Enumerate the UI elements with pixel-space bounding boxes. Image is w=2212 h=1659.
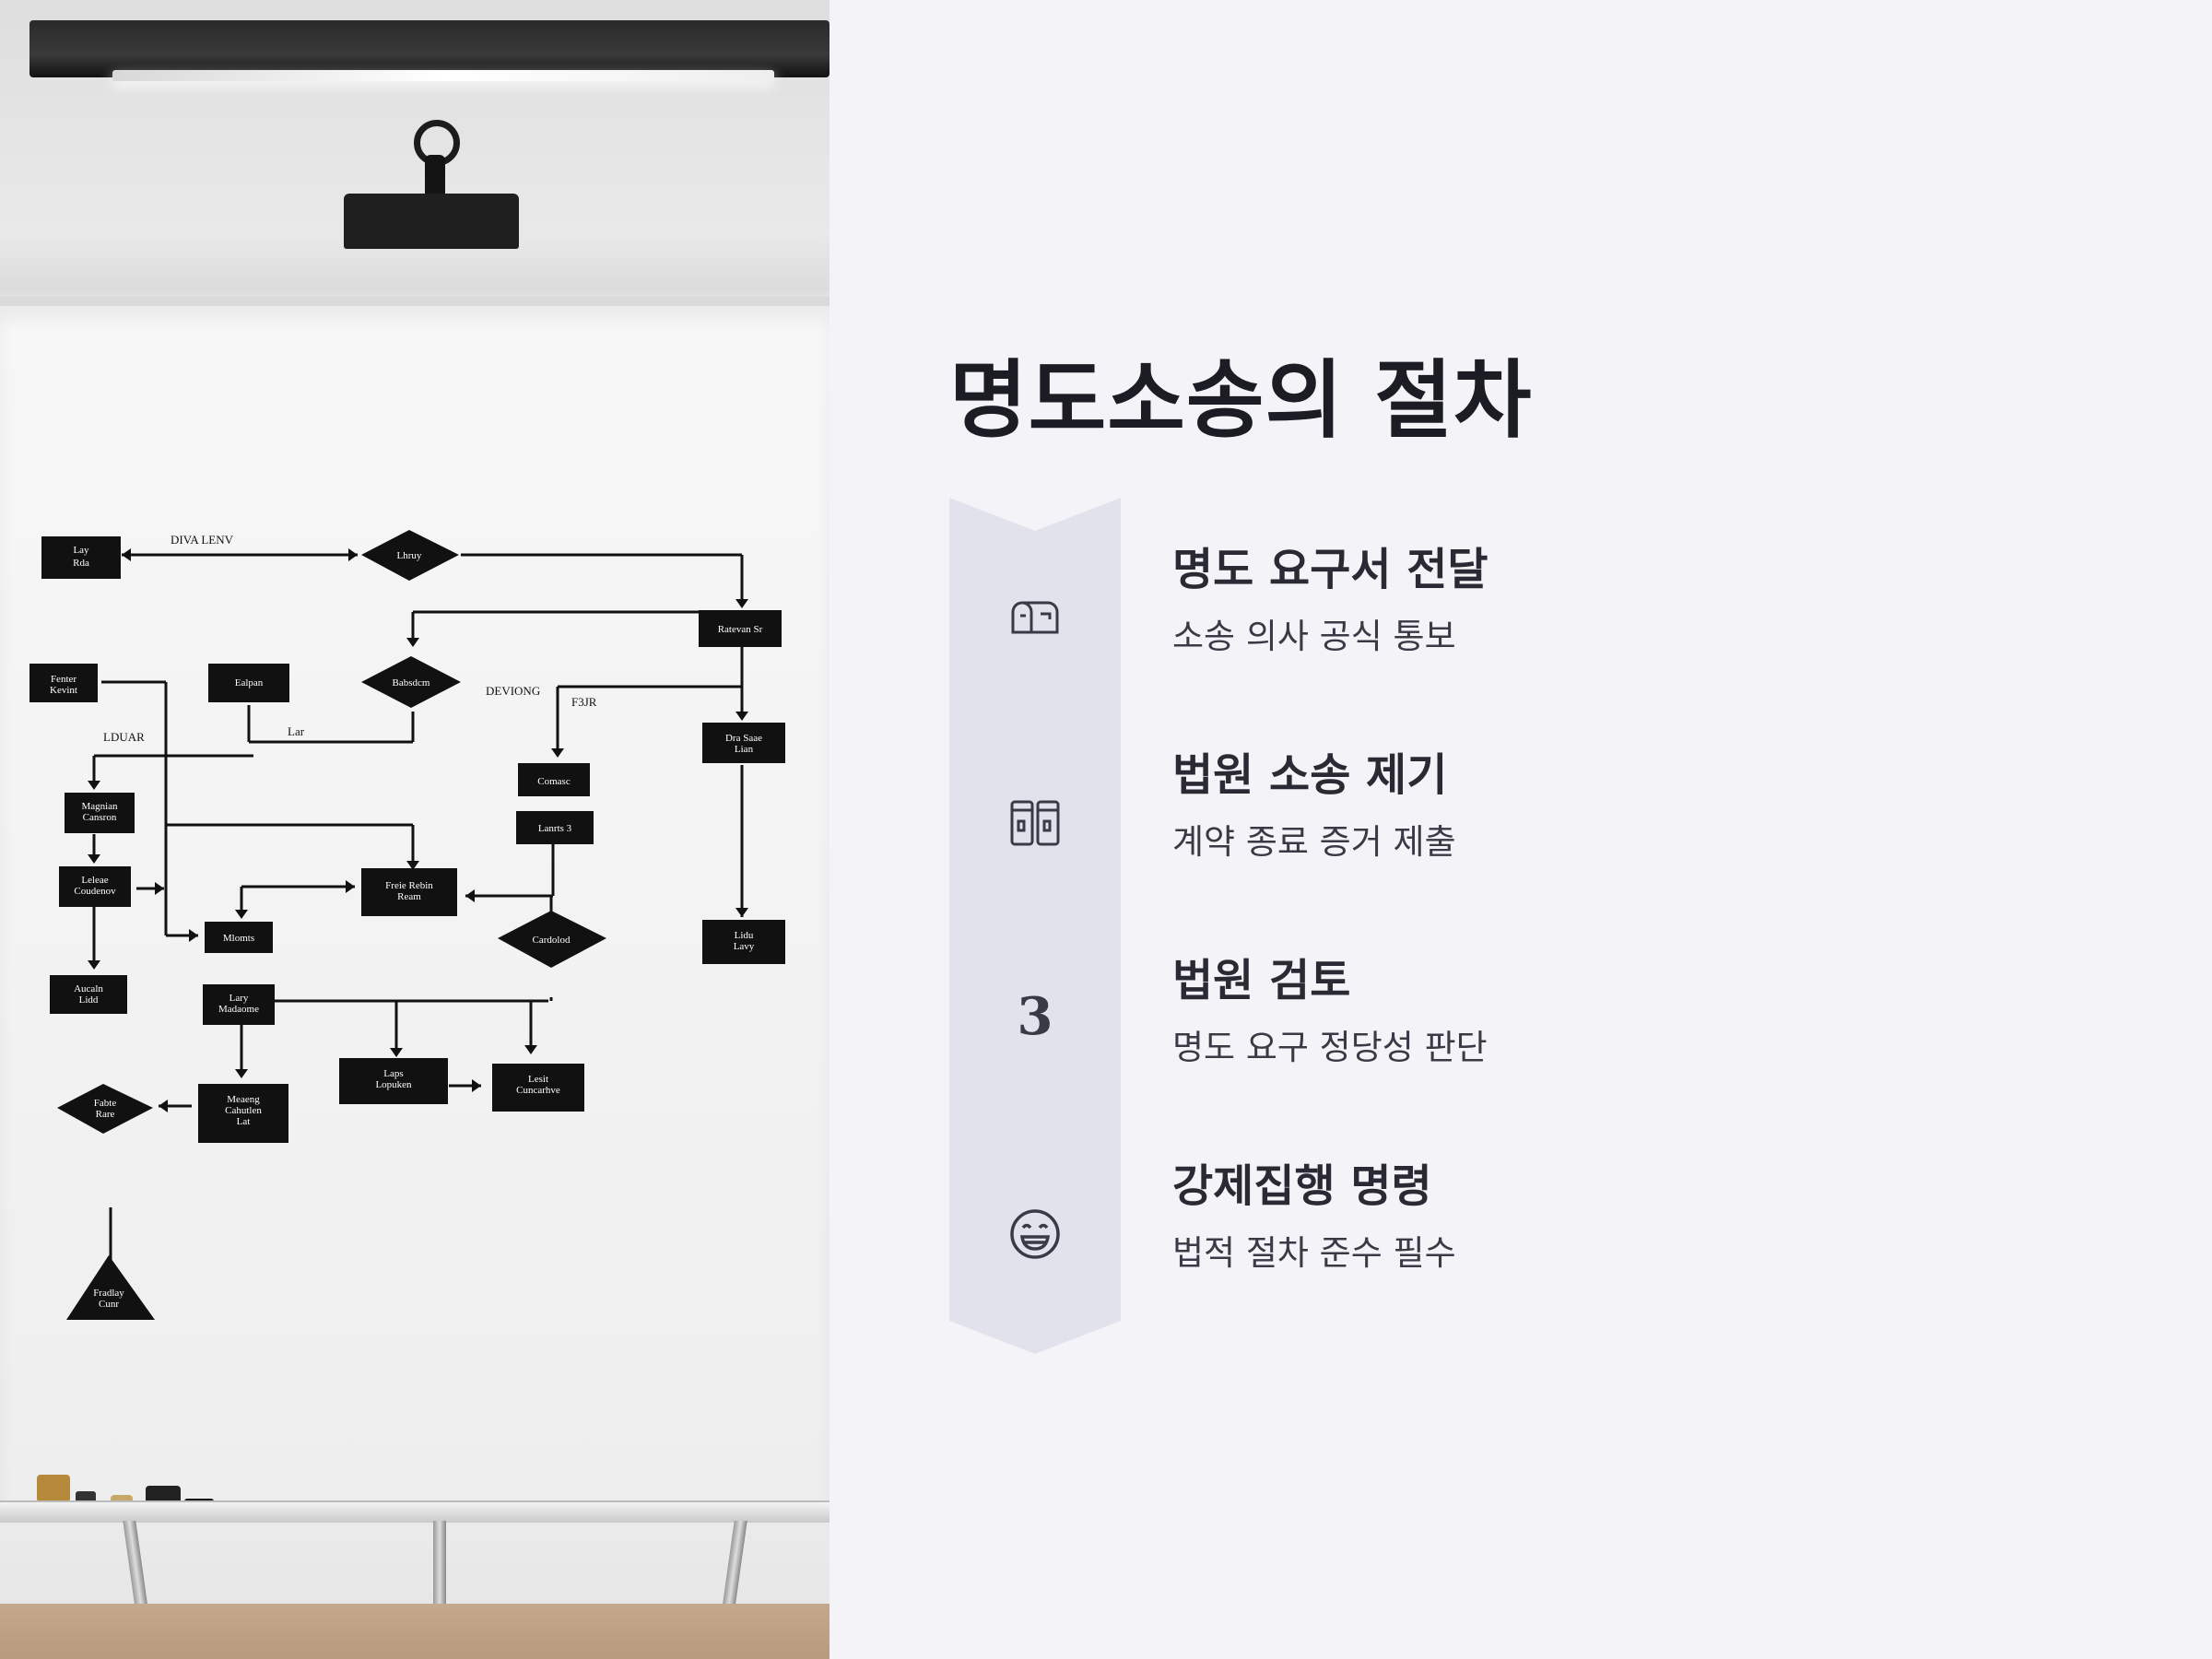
svg-text:DEVIONG: DEVIONG xyxy=(486,684,540,698)
step-4: 강제집행 명령 법적 절차 준수 필수 xyxy=(949,1114,2147,1354)
step-2-description: 계약 종료 증거 제출 xyxy=(1172,822,1456,862)
book-icon xyxy=(1007,795,1063,851)
board-stand xyxy=(0,1521,830,1609)
svg-text:Meaeng: Meaeng xyxy=(227,1094,260,1105)
step-1: 명도 요구서 전달 소송 의사 공식 통보 xyxy=(949,498,2147,737)
step-2-title: 법원 소송 제기 xyxy=(1172,749,1448,801)
svg-text:Kevint: Kevint xyxy=(50,685,77,696)
whiteboard-tray xyxy=(0,1500,830,1523)
svg-text:Lian: Lian xyxy=(735,744,754,755)
svg-text:Freie Rebin: Freie Rebin xyxy=(385,880,433,891)
svg-text:Cardolod: Cardolod xyxy=(533,935,571,946)
svg-text:Lavy: Lavy xyxy=(734,941,755,952)
svg-text:Comasc: Comasc xyxy=(537,776,571,787)
svg-text:Lesit: Lesit xyxy=(528,1074,548,1085)
step-3-chevron: 3 xyxy=(949,909,1121,1148)
svg-text:Magnian: Magnian xyxy=(81,801,118,812)
svg-text:Cunr: Cunr xyxy=(99,1299,119,1310)
ceiling-light xyxy=(29,20,830,81)
svg-text:Cansron: Cansron xyxy=(83,812,117,823)
svg-text:Fabte: Fabte xyxy=(94,1098,117,1109)
step-4-title: 강제집행 명령 xyxy=(1172,1160,1432,1212)
step-2-chevron xyxy=(949,703,1121,943)
step-4-chevron xyxy=(949,1114,1121,1354)
svg-text:Ream: Ream xyxy=(397,891,421,902)
board-clip xyxy=(344,194,519,249)
step-1-title: 명도 요구서 전달 xyxy=(1172,544,1488,595)
svg-text:Lay: Lay xyxy=(73,545,89,556)
svg-text:LDUAR: LDUAR xyxy=(103,730,145,744)
svg-text:Babsdcm: Babsdcm xyxy=(393,677,430,688)
step-3-description: 명도 요구 정당성 판단 xyxy=(1172,1028,1488,1067)
svg-text:DIVA LENV: DIVA LENV xyxy=(171,533,234,547)
svg-text:F3JR: F3JR xyxy=(571,695,597,709)
number-3-icon: 3 xyxy=(1017,986,1053,1047)
step-2: 법원 소송 제기 계약 종료 증거 제출 xyxy=(949,703,2147,943)
svg-text:Cuncarhve: Cuncarhve xyxy=(516,1085,560,1096)
svg-text:Ealpan: Ealpan xyxy=(235,677,264,688)
svg-text:Lar: Lar xyxy=(288,724,305,738)
svg-text:Lhruy: Lhruy xyxy=(397,550,422,561)
mailbox-icon xyxy=(1007,590,1063,645)
svg-text:Aucaln: Aucaln xyxy=(74,983,103,994)
page-title: 명도소송의 절차 xyxy=(949,351,1533,450)
svg-text:Lary: Lary xyxy=(229,993,249,1004)
svg-text:Rda: Rda xyxy=(73,558,89,569)
svg-text:Mlomts: Mlomts xyxy=(223,933,254,944)
step-1-description: 소송 의사 공식 통보 xyxy=(1172,617,1456,656)
svg-text:Dra Saae: Dra Saae xyxy=(725,733,762,744)
step-1-chevron xyxy=(949,498,1121,737)
svg-text:Laps: Laps xyxy=(383,1068,403,1079)
svg-text:Lanrts 3: Lanrts 3 xyxy=(538,823,572,834)
svg-text:Lopuken: Lopuken xyxy=(375,1079,412,1090)
svg-text:Fenter: Fenter xyxy=(51,674,76,685)
svg-text:Fradlay: Fradlay xyxy=(93,1288,124,1299)
svg-text:Leleae: Leleae xyxy=(81,875,108,886)
step-3-title: 법원 검토 xyxy=(1172,955,1351,1006)
step-4-description: 법적 절차 준수 필수 xyxy=(1172,1233,1456,1273)
svg-text:Lidd: Lidd xyxy=(79,994,99,1006)
grin-face-icon xyxy=(1007,1206,1063,1262)
svg-text:Ratevan Sr: Ratevan Sr xyxy=(718,624,763,635)
svg-text:Rare: Rare xyxy=(96,1109,115,1120)
svg-text:Lidu: Lidu xyxy=(735,930,754,941)
svg-text:Madaome: Madaome xyxy=(218,1004,259,1015)
svg-text:Cahutlen: Cahutlen xyxy=(225,1105,262,1116)
step-3: 3 법원 검토 명도 요구 정당성 판단 xyxy=(949,909,2147,1148)
floor xyxy=(0,1604,830,1659)
svg-text:Coudenov: Coudenov xyxy=(74,886,116,897)
svg-text:Lat: Lat xyxy=(237,1116,251,1127)
